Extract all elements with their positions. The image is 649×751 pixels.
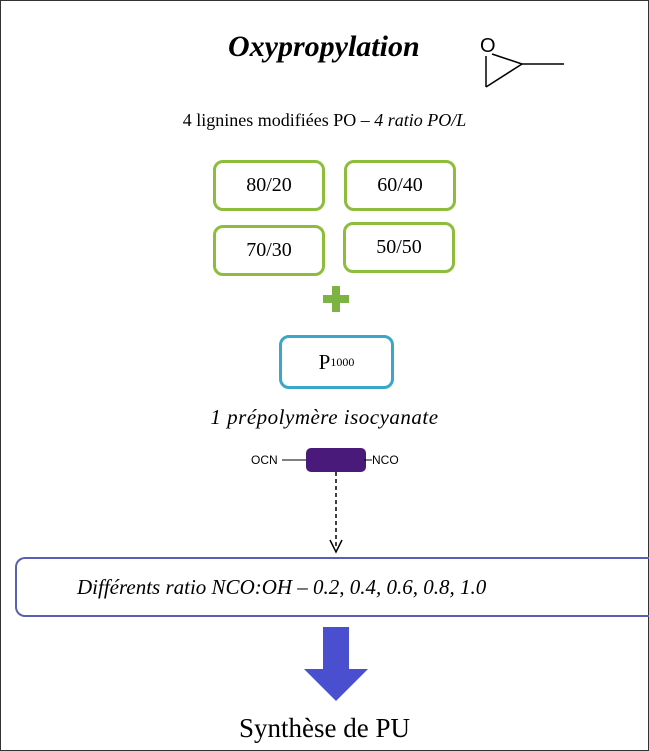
prepolymer-chain-block [306,448,366,472]
isocyanate-molecule [282,448,372,554]
ocn-group-label: OCN [251,453,278,467]
dashed-arrow-head [329,539,343,554]
ratio-box-70-30: 70/30 [213,225,325,276]
propylene-oxide-structure: O [480,35,564,88]
nco-group-label: NCO [372,453,399,467]
nco-oh-ratio-box: Différents ratio NCO:OH – 0.2, 0.4, 0.6,… [15,557,649,617]
ratio-box-60-40: 60/40 [344,160,456,211]
ratio-box-80-20: 80/20 [213,160,325,211]
prepolymer-caption: 1 prépolymère isocyanate [210,405,439,429]
lignin-subtitle: 4 lignines modifiées PO – 4 ratio PO/L [0,110,649,131]
subtitle-prefix: 4 lignines modifiées PO – [182,110,375,130]
epoxide-oxygen-label: O [480,35,496,57]
result-label: Synthèse de PU [239,713,410,743]
prepolymer-letter: P [318,349,331,374]
prepolymer-subscript: 1000 [330,354,355,369]
ratio-box-50-50: 50/50 [343,222,455,273]
plus-icon [323,286,349,312]
down-arrow-icon [304,627,368,701]
subtitle-italic: 4 ratio PO/L [374,110,467,130]
diagram-title: Oxypropylation [228,30,420,63]
